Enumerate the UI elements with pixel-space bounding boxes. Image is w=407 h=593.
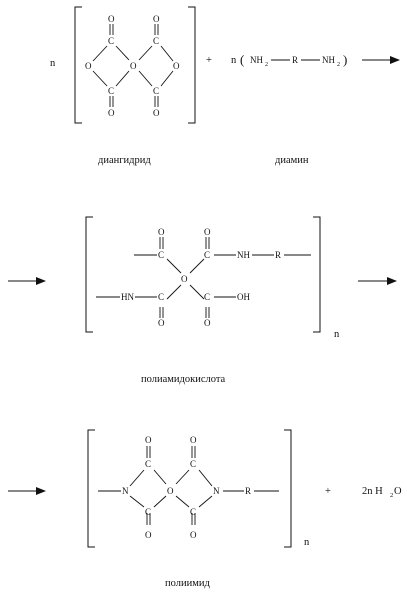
- atom-O: O: [190, 435, 197, 445]
- caption-polyamic-acid: полиамидокислота: [141, 374, 226, 385]
- atom-O: O: [108, 108, 115, 118]
- open-parenthesis: (: [240, 52, 244, 67]
- group-OH: OH: [237, 292, 250, 302]
- atom-O: O: [145, 435, 152, 445]
- atom-O: O: [204, 318, 211, 328]
- repeat-index-n: n: [304, 537, 310, 548]
- water-oxygen: O: [394, 486, 402, 497]
- plus-sign: +: [206, 55, 212, 66]
- atom-O: O: [153, 108, 160, 118]
- polyamic-acid-structure: n O O C C NH R O HN C C OH O O: [85, 216, 340, 340]
- subscript-2: 2: [390, 492, 393, 499]
- atom-O: O: [130, 61, 137, 71]
- atom-C: C: [108, 36, 114, 46]
- right-bracket: [284, 429, 292, 548]
- atom-O: O: [190, 530, 197, 540]
- coefficient-n-dianhydride: n: [50, 58, 56, 69]
- subscript-2: 2: [337, 62, 340, 68]
- group-R: R: [245, 486, 251, 496]
- atom-C: C: [190, 507, 196, 517]
- group-NH: NH: [237, 250, 250, 260]
- atom-N: N: [213, 486, 220, 496]
- repeat-index-n: n: [334, 329, 340, 340]
- group-R: R: [275, 250, 281, 260]
- left-bracket: [74, 6, 82, 124]
- atom-O: O: [167, 486, 174, 496]
- close-parenthesis: ): [343, 52, 347, 67]
- atom-O: O: [158, 227, 165, 237]
- left-bracket: [85, 216, 93, 333]
- water-coefficient: 2n H: [362, 486, 383, 497]
- caption-dianhydride: диангидрид: [98, 155, 151, 166]
- group-R: R: [292, 55, 298, 65]
- coefficient-n-diamine: n: [231, 55, 237, 66]
- atom-O: O: [85, 61, 92, 71]
- caption-diamine: диамин: [275, 155, 309, 166]
- atom-C: C: [153, 86, 159, 96]
- atom-N: N: [122, 486, 129, 496]
- atom-O: O: [108, 14, 115, 24]
- atom-C: C: [204, 292, 210, 302]
- atom-C: C: [153, 36, 159, 46]
- group-NH2: NH: [250, 55, 263, 65]
- atom-O: O: [145, 530, 152, 540]
- water-product: 2n H 2 O: [362, 486, 402, 499]
- atom-C: C: [204, 250, 210, 260]
- atom-O: O: [181, 274, 188, 284]
- polyimide-structure: n O O C C N O N R C C O O: [87, 429, 310, 548]
- dianhydride-structure: n O C O C O O O C C O O: [50, 6, 196, 124]
- diamine-structure: n ( NH 2 R NH 2 ): [231, 52, 347, 68]
- plus-sign: +: [325, 486, 331, 497]
- atom-C: C: [190, 459, 196, 469]
- subscript-2: 2: [265, 62, 268, 68]
- atom-O: O: [158, 318, 165, 328]
- atom-C: C: [158, 250, 164, 260]
- atom-C: C: [145, 459, 151, 469]
- atom-O: O: [173, 61, 180, 71]
- atom-C: C: [158, 292, 164, 302]
- group-NH2: NH: [322, 55, 335, 65]
- atom-C: C: [108, 86, 114, 96]
- group-HN: HN: [121, 292, 134, 302]
- atom-C: C: [145, 507, 151, 517]
- atom-O: O: [204, 227, 211, 237]
- right-bracket: [188, 6, 196, 124]
- atom-O: O: [153, 14, 160, 24]
- right-bracket: [313, 216, 321, 333]
- left-bracket: [87, 429, 95, 548]
- caption-polyimide: полиимид: [165, 578, 210, 589]
